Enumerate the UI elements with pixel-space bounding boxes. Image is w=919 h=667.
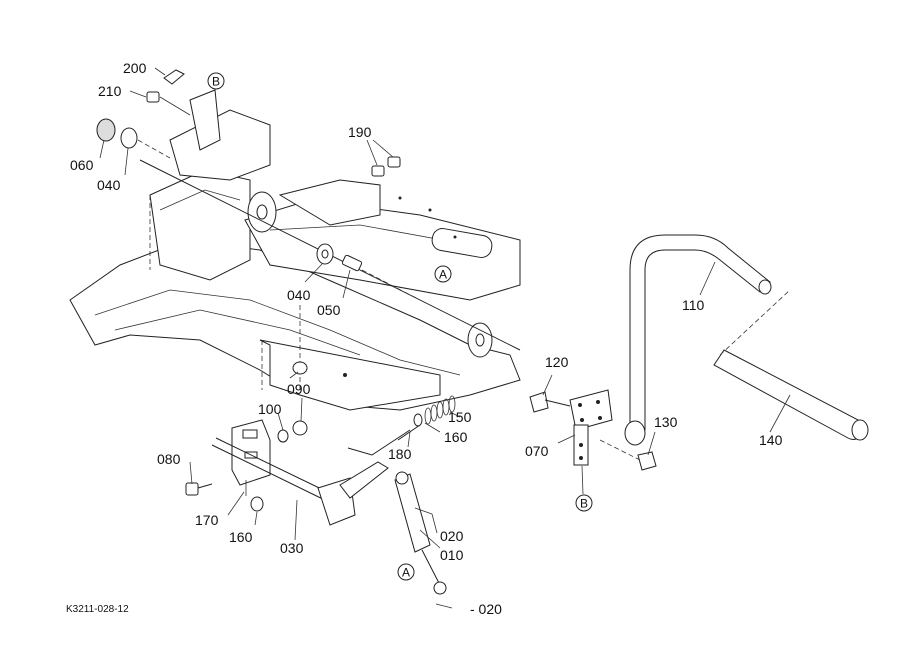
spring-rod-assembly <box>347 395 456 456</box>
callout-200: 200 <box>123 60 147 76</box>
callout-070: 070 <box>525 443 549 459</box>
callout-020-bottom: - 020 <box>470 601 502 617</box>
callout-030: 030 <box>280 540 304 556</box>
top-bolt-and-nut <box>146 69 191 116</box>
frame-assembly <box>69 89 521 411</box>
callout-labels: 200 210 060 040 190 040 050 090 100 150 … <box>70 60 783 617</box>
callout-160-bottom: 160 <box>229 529 253 545</box>
marker-a-mid: A <box>434 265 452 283</box>
callout-040-top: 040 <box>97 177 121 193</box>
callout-050: 050 <box>317 302 341 318</box>
callout-120: 120 <box>545 354 569 370</box>
pedal-assembly <box>185 419 389 526</box>
callout-190: 190 <box>348 124 372 140</box>
washer-040-and-bolt-050 <box>316 243 421 301</box>
grip-140 <box>713 289 869 441</box>
svg-text:B: B <box>580 497 588 511</box>
handle-110 <box>624 234 772 446</box>
callout-210: 210 <box>98 83 122 99</box>
marker-b-bottom: B <box>575 465 593 512</box>
reference-code: K3211-028-12 <box>66 604 129 615</box>
svg-text:A: A <box>402 566 410 580</box>
callout-150: 150 <box>448 409 472 425</box>
callout-010: 010 <box>440 547 464 563</box>
callout-060: 060 <box>70 157 94 173</box>
callout-180: 180 <box>388 446 412 462</box>
leader-lines <box>99 67 791 549</box>
callout-090: 090 <box>287 381 311 397</box>
svg-text:B: B <box>212 75 220 89</box>
marker-a-bottom: A <box>397 563 415 581</box>
marker-b-top: B <box>207 72 225 90</box>
damper-010 <box>394 471 453 609</box>
callout-170: 170 <box>195 512 219 528</box>
callout-100: 100 <box>258 401 282 417</box>
callout-110: 110 <box>682 297 705 313</box>
callout-020-top: 020 <box>440 528 464 544</box>
svg-text:A: A <box>439 268 447 282</box>
bracket-070 <box>529 389 657 471</box>
nuts-190 <box>371 156 401 177</box>
callout-080: 080 <box>157 451 181 467</box>
callout-160-top: 160 <box>444 429 468 445</box>
bushings-060-040 <box>96 118 171 159</box>
callout-040-mid: 040 <box>287 287 311 303</box>
callout-130: 130 <box>654 414 678 430</box>
callout-140: 140 <box>759 432 783 448</box>
